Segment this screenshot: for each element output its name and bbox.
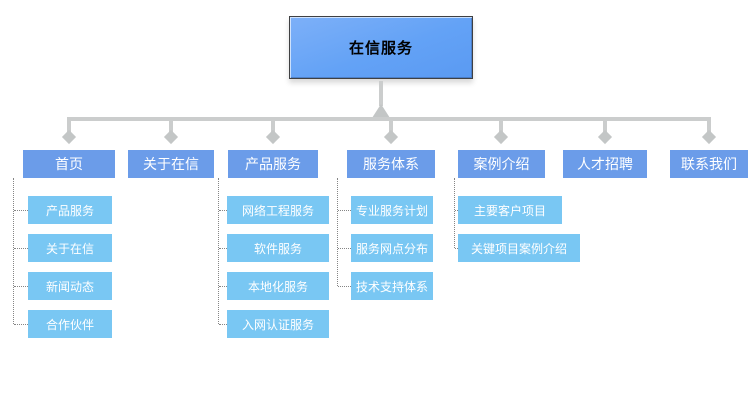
sitemap-subnode[interactable]: 技术支持体系 <box>351 272 433 300</box>
sitemap-subnode[interactable]: 服务网点分布 <box>351 234 433 262</box>
dotted-branch-line <box>14 286 28 287</box>
sitemap-subnode[interactable]: 网络工程服务 <box>227 196 329 224</box>
connector-line <box>169 121 173 133</box>
dotted-branch-line <box>13 178 14 324</box>
dotted-branch-line <box>338 210 351 211</box>
dotted-branch-line <box>338 248 351 249</box>
sitemap-subnode[interactable]: 本地化服务 <box>227 272 329 300</box>
diamond-icon <box>163 129 179 145</box>
connector-line <box>707 121 711 133</box>
sitemap-subnode[interactable]: 关于在信 <box>28 234 112 262</box>
dotted-branch-line <box>338 286 351 287</box>
diamond-icon <box>493 129 509 145</box>
dotted-branch-line <box>14 210 28 211</box>
sitemap-subnode[interactable]: 产品服务 <box>28 196 112 224</box>
sitemap-subnode[interactable]: 入网认证服务 <box>227 310 329 338</box>
dotted-branch-line <box>219 324 227 325</box>
sitemap-node-recruitment[interactable]: 人才招聘 <box>563 150 647 178</box>
dotted-branch-line <box>337 178 338 286</box>
connector-line <box>499 121 503 133</box>
sitemap-subnode[interactable]: 新闻动态 <box>28 272 112 300</box>
connector-line <box>603 121 607 133</box>
dotted-branch-line <box>218 178 219 324</box>
dotted-branch-line <box>219 248 227 249</box>
diamond-icon <box>383 129 399 145</box>
dotted-branch-line <box>219 210 227 211</box>
dotted-branch-line <box>14 248 28 249</box>
connector-line <box>271 121 275 133</box>
sitemap-subnode[interactable]: 软件服务 <box>227 234 329 262</box>
sitemap-subnode[interactable]: 合作伙伴 <box>28 310 112 338</box>
connector-line <box>389 121 393 133</box>
dotted-branch-line <box>219 286 227 287</box>
dotted-branch-line <box>455 210 458 211</box>
diamond-icon <box>701 129 717 145</box>
connector-line <box>379 81 383 106</box>
sitemap-node-products[interactable]: 产品服务 <box>228 150 318 178</box>
sitemap-subnode[interactable]: 专业服务计划 <box>351 196 433 224</box>
diamond-icon <box>61 129 77 145</box>
connector-arrow-icon <box>372 104 390 118</box>
sitemap-node-home[interactable]: 首页 <box>23 150 115 178</box>
sitemap-subnode[interactable]: 关键项目案例介绍 <box>458 234 580 262</box>
sitemap-node-about[interactable]: 关于在信 <box>128 150 214 178</box>
dotted-branch-line <box>455 248 458 249</box>
diamond-icon <box>597 129 613 145</box>
connector-line <box>67 121 71 133</box>
connector-line <box>67 117 711 121</box>
sitemap-node-contact[interactable]: 联系我们 <box>670 150 748 178</box>
dotted-branch-line <box>454 178 455 248</box>
diamond-icon <box>265 129 281 145</box>
sitemap-subnode[interactable]: 主要客户项目 <box>458 196 562 224</box>
dotted-branch-line <box>14 324 28 325</box>
sitemap-root-node[interactable]: 在信服务 <box>289 16 473 79</box>
sitemap-node-cases[interactable]: 案例介绍 <box>458 150 545 178</box>
sitemap-node-service-system[interactable]: 服务体系 <box>347 150 435 178</box>
